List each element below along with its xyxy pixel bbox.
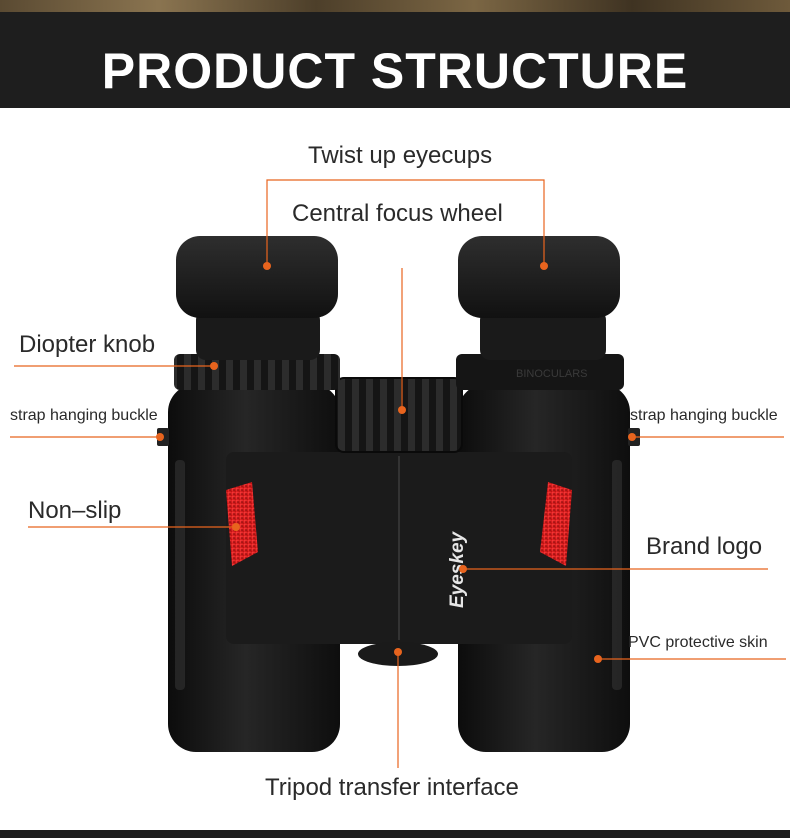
focus-wheel xyxy=(335,377,463,453)
label-strap-buckle-left: strap hanging buckle xyxy=(10,407,158,424)
label-brand-logo: Brand logo xyxy=(646,533,763,560)
right-ocular: BINOCULARS xyxy=(456,236,624,390)
label-strap-buckle-right: strap hanging buckle xyxy=(630,407,778,424)
label-twist-up-eyecups: Twist up eyecups xyxy=(308,142,493,169)
callout-lines xyxy=(10,179,786,768)
label-non-slip: Non–slip xyxy=(28,497,122,524)
label-central-focus-wheel: Central focus wheel xyxy=(292,200,503,227)
bottom-bar xyxy=(0,830,790,838)
non-slip-pad-right xyxy=(540,482,572,566)
center-bridge xyxy=(226,452,572,644)
non-slip-pad-left xyxy=(226,482,258,566)
brand-logo-text: Eyeskey xyxy=(447,530,468,608)
top-image-strip xyxy=(0,0,790,12)
left-ocular xyxy=(174,236,340,390)
header-bar: PRODUCT STRUCTURE DIAGRAM xyxy=(0,12,790,157)
label-diopter-knob: Diopter knob xyxy=(19,331,156,358)
ring-engraving: BINOCULARS xyxy=(516,368,588,380)
callout-dots xyxy=(156,262,636,663)
label-tripod-transfer-interface: Tripod transfer interface xyxy=(265,774,519,801)
label-pvc-protective-skin: PVC protective skin xyxy=(628,634,768,651)
page-title: PRODUCT STRUCTURE DIAGRAM xyxy=(101,43,689,157)
